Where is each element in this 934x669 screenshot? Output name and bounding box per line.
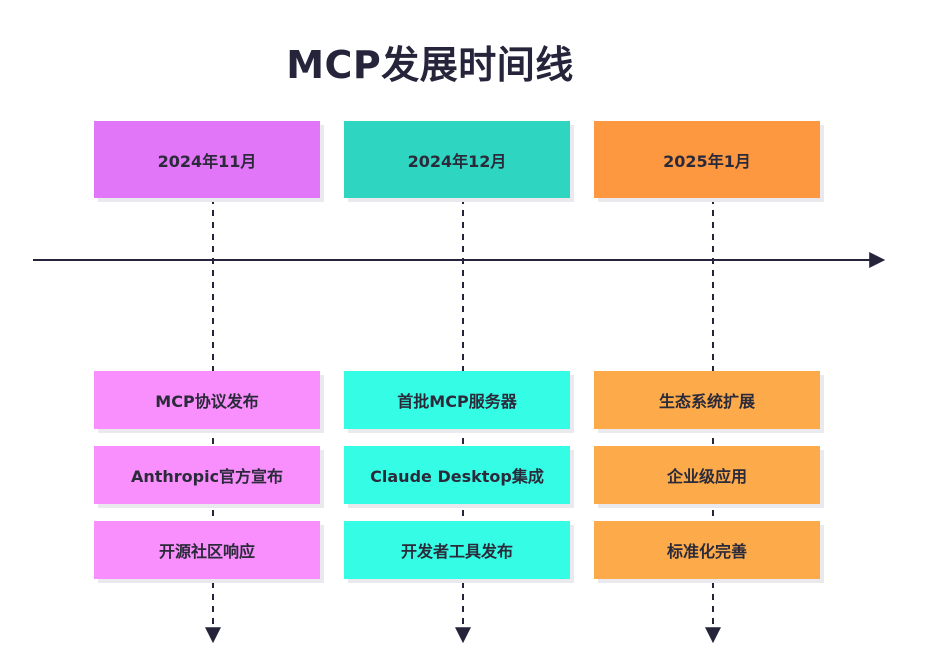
event-box: 企业级应用 xyxy=(594,446,820,504)
event-box: 首批MCP服务器 xyxy=(344,371,570,429)
event-box: Anthropic官方宣布 xyxy=(94,446,320,504)
event-box: MCP协议发布 xyxy=(94,371,320,429)
event-box: 标准化完善 xyxy=(594,521,820,579)
date-header-2025-01: 2025年1月 xyxy=(594,121,820,198)
event-box: 开发者工具发布 xyxy=(344,521,570,579)
event-box: 生态系统扩展 xyxy=(594,371,820,429)
date-header-2024-11: 2024年11月 xyxy=(94,121,320,198)
event-box: 开源社区响应 xyxy=(94,521,320,579)
date-header-2024-12: 2024年12月 xyxy=(344,121,570,198)
page-title: MCP发展时间线 xyxy=(286,43,574,87)
event-box: Claude Desktop集成 xyxy=(344,446,570,504)
